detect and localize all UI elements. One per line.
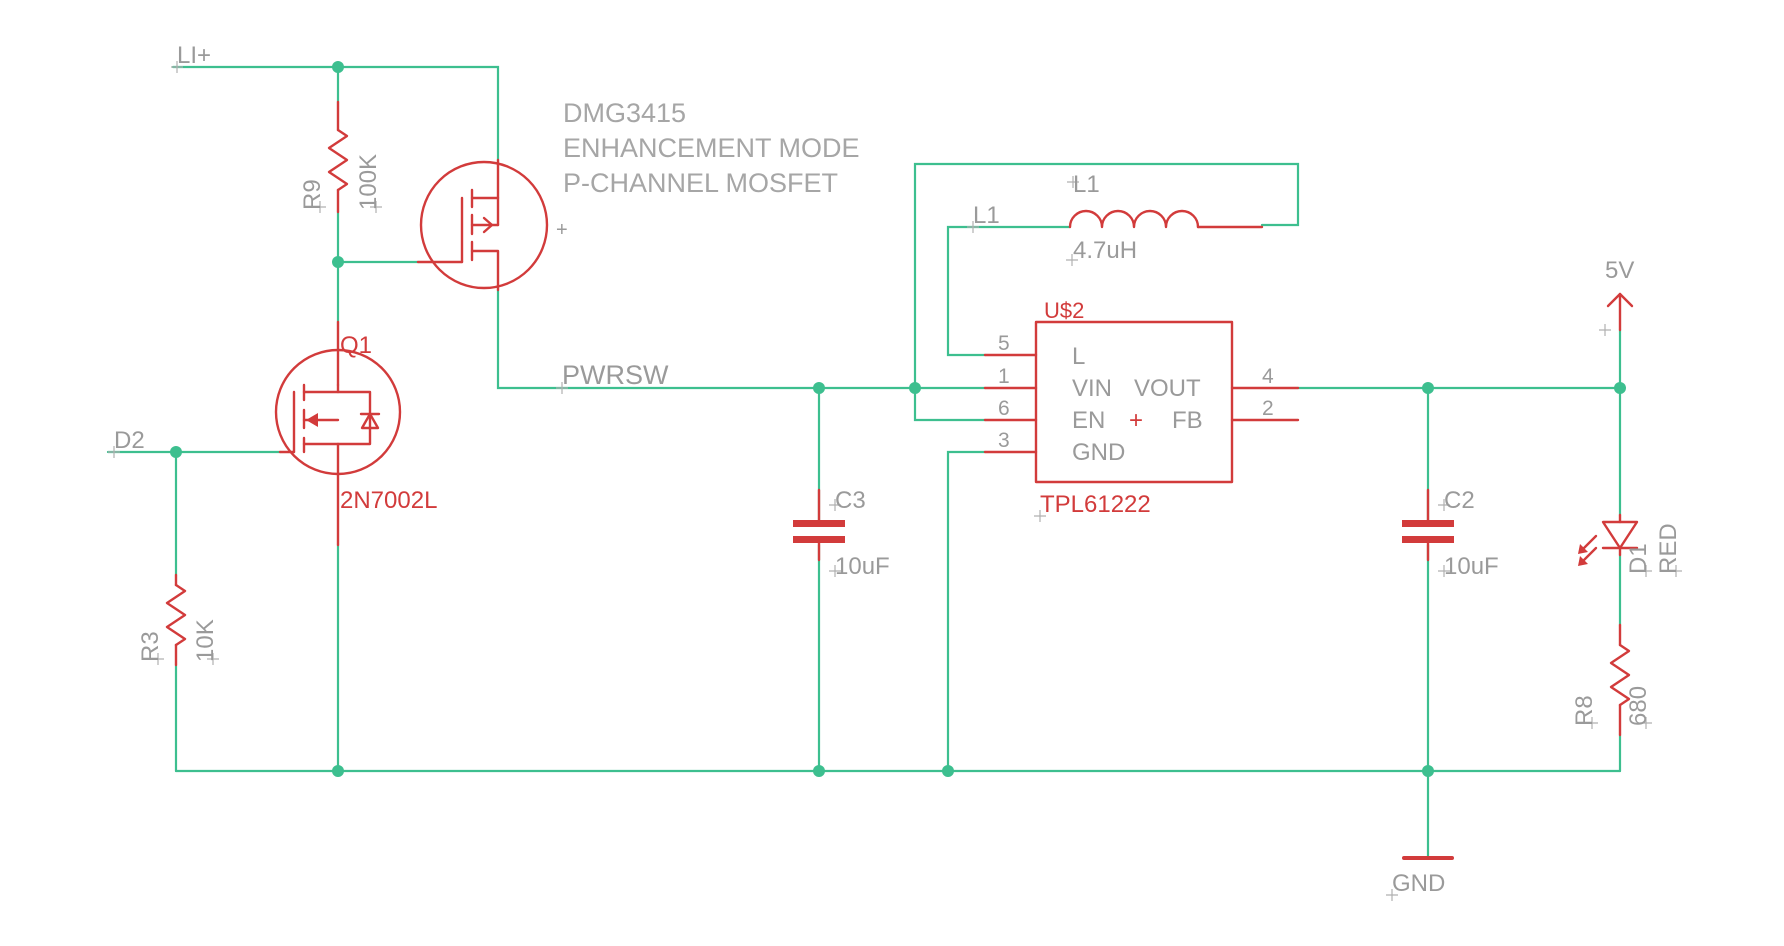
r3-name: R3 <box>137 631 164 662</box>
junction <box>170 446 182 458</box>
supply-5v-symbol <box>1606 292 1634 332</box>
wires <box>106 65 1622 860</box>
wire-l-pin <box>946 225 1072 357</box>
ic-pin-l: L <box>1072 343 1085 370</box>
l1-name: L1 <box>1073 171 1100 198</box>
d1-value: RED <box>1655 523 1682 574</box>
junction <box>909 382 921 394</box>
r9-name: R9 <box>299 179 326 210</box>
c3-name: C3 <box>835 487 866 514</box>
ic-pin-num-5: 5 <box>998 332 1010 355</box>
ic-pin-num-1: 1 <box>998 365 1010 388</box>
capacitor-c3 <box>793 488 845 562</box>
ic-tpl61222 <box>983 320 1300 484</box>
junction <box>1614 382 1626 394</box>
ic-pin-gnd: GND <box>1072 439 1125 466</box>
net-label-gnd: GND <box>1392 870 1445 897</box>
ic-pin-en: EN <box>1072 407 1105 434</box>
ic-pin-num-4: 4 <box>1262 365 1274 388</box>
junctions <box>170 61 1626 777</box>
net-label-vin: LI+ <box>177 42 211 69</box>
wire-en <box>913 386 987 422</box>
led-d1 <box>1578 513 1639 566</box>
pmos-note-type: P-CHANNEL MOSFET <box>563 168 838 198</box>
pmos-note-mode: ENHANCEMENT MODE <box>563 133 860 163</box>
ic-pin-vin: VIN <box>1072 375 1112 402</box>
c2-name: C2 <box>1444 487 1475 514</box>
r9-value: 100K <box>355 154 382 210</box>
origin-markers <box>108 61 1682 901</box>
inductor-l1 <box>1068 209 1264 229</box>
ic-value: TPL61222 <box>1040 491 1151 518</box>
ic-pin-num-2: 2 <box>1262 397 1274 420</box>
c2-value: 10uF <box>1444 553 1499 580</box>
junction <box>332 61 344 73</box>
net-label-5v: 5V <box>1605 257 1634 284</box>
wire-li-top <box>171 65 500 162</box>
ic-name: U$2 <box>1044 298 1084 323</box>
capacitor-c2 <box>1402 488 1454 562</box>
pmos-dmg3415 <box>416 158 549 292</box>
wire-gnd-pin <box>946 450 987 773</box>
resistor-r9 <box>327 100 349 214</box>
l1-value: 4.7uH <box>1073 237 1137 264</box>
r8-name: R8 <box>1571 695 1598 726</box>
net-label-d2: D2 <box>114 427 145 454</box>
junction <box>813 382 825 394</box>
ic-pin-fb: FB <box>1172 407 1203 434</box>
resistor-r8 <box>1609 623 1631 737</box>
junction <box>332 256 344 268</box>
pmos-plus-mark: + <box>556 219 568 241</box>
ic-pin-num-6: 6 <box>998 397 1010 420</box>
r8-value: 680 <box>1625 686 1652 726</box>
resistor-r3 <box>165 573 187 667</box>
ic-pin-vout: VOUT <box>1134 375 1201 402</box>
ic-origin-plus: + <box>1129 407 1143 434</box>
wire-vin-loop <box>913 162 1300 390</box>
c3-value: 10uF <box>835 553 890 580</box>
q1-name: Q1 <box>340 332 372 359</box>
pmos-note-part: DMG3415 <box>563 98 686 128</box>
d1-name: D1 <box>1625 543 1652 574</box>
junction <box>1422 765 1434 777</box>
ic-pin-num-3: 3 <box>998 429 1010 452</box>
r3-value: 10K <box>192 619 219 662</box>
net-label-pwrsw: PWRSW <box>562 360 669 390</box>
junction <box>332 765 344 777</box>
junction <box>813 765 825 777</box>
net-label-l1: L1 <box>973 202 1000 229</box>
q1-value: 2N7002L <box>340 487 437 514</box>
junction <box>1422 382 1434 394</box>
junction <box>942 765 954 777</box>
nmos-q1 <box>274 320 402 547</box>
